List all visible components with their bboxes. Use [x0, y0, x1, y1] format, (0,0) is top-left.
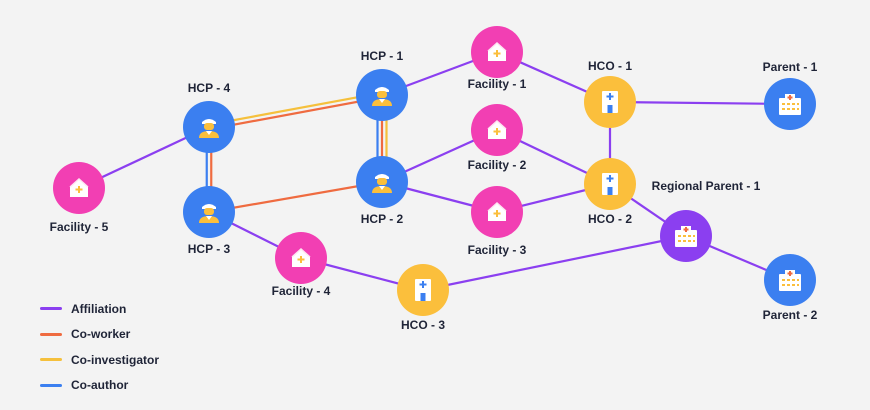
node-label-hcp3: HCP - 3	[187, 242, 231, 256]
hospital-icon	[776, 92, 804, 116]
doctor-icon	[196, 114, 222, 140]
legend: Affiliation Co-worker Co-investigator Co…	[40, 296, 159, 398]
node-label-fac4: Facility - 4	[271, 284, 331, 298]
hospital-icon	[672, 224, 700, 248]
node-label-fac3: Facility - 3	[467, 243, 527, 257]
node-fac5	[53, 162, 105, 214]
legend-swatch-coworker	[40, 332, 62, 336]
clinic-icon	[599, 89, 621, 115]
node-fac1	[471, 26, 523, 78]
node-fac3	[471, 186, 523, 238]
legend-item-coworker: Co-worker	[40, 322, 159, 348]
node-label-hcp2: HCP - 2	[360, 212, 404, 226]
node-label-parent2: Parent - 2	[762, 308, 818, 322]
node-hcp4	[183, 101, 235, 153]
node-label-fac5: Facility - 5	[49, 220, 109, 234]
node-hcp3	[183, 186, 235, 238]
legend-item-coinvestigator: Co-investigator	[40, 347, 159, 373]
clinic-icon	[599, 171, 621, 197]
legend-label: Affiliation	[71, 301, 127, 316]
house-icon	[485, 40, 509, 64]
house-icon	[289, 246, 313, 270]
legend-item-coauthor: Co-author	[40, 373, 159, 399]
node-hco1	[584, 76, 636, 128]
house-icon	[67, 176, 91, 200]
node-label-fac2: Facility - 2	[467, 158, 527, 172]
node-hco3	[397, 264, 449, 316]
node-fac2	[471, 104, 523, 156]
node-hco2	[584, 158, 636, 210]
clinic-icon	[412, 277, 434, 303]
node-regional	[660, 210, 712, 262]
edge-affiliation-hco1-parent1	[609, 100, 791, 106]
legend-label: Co-investigator	[71, 352, 160, 367]
legend-swatch-coinvestigator	[40, 358, 62, 362]
legend-label: Co-author	[71, 378, 129, 393]
legend-swatch-affiliation	[40, 307, 62, 311]
edge-affiliation-hco3-regional	[422, 234, 687, 292]
doctor-icon	[196, 199, 222, 225]
edge-coworker-hcp4-hcp1	[209, 96, 383, 131]
legend-label: Co-worker	[71, 327, 131, 342]
house-icon	[485, 118, 509, 142]
node-hcp1	[356, 69, 408, 121]
node-hcp2	[356, 156, 408, 208]
node-parent1	[764, 78, 816, 130]
doctor-icon	[369, 82, 395, 108]
house-icon	[485, 200, 509, 224]
edge-coinvestigator-hcp4-hcp1	[208, 91, 382, 126]
legend-swatch-coauthor	[40, 383, 62, 387]
edge-coworker-hcp3-hcp2	[208, 180, 383, 214]
doctor-icon	[369, 169, 395, 195]
node-label-hcp4: HCP - 4	[187, 81, 231, 95]
node-label-hcp1: HCP - 1	[360, 49, 404, 63]
node-label-fac1: Facility - 1	[467, 77, 527, 91]
node-parent2	[764, 254, 816, 306]
node-fac4	[275, 232, 327, 284]
node-label-hco2: HCO - 2	[587, 212, 633, 226]
node-label-regional: Regional Parent - 1	[651, 179, 761, 193]
hospital-icon	[776, 268, 804, 292]
node-label-hco1: HCO - 1	[587, 59, 633, 73]
node-label-parent1: Parent - 1	[762, 60, 818, 74]
node-label-hco3: HCO - 3	[400, 318, 446, 332]
legend-item-affiliation: Affiliation	[40, 296, 159, 322]
